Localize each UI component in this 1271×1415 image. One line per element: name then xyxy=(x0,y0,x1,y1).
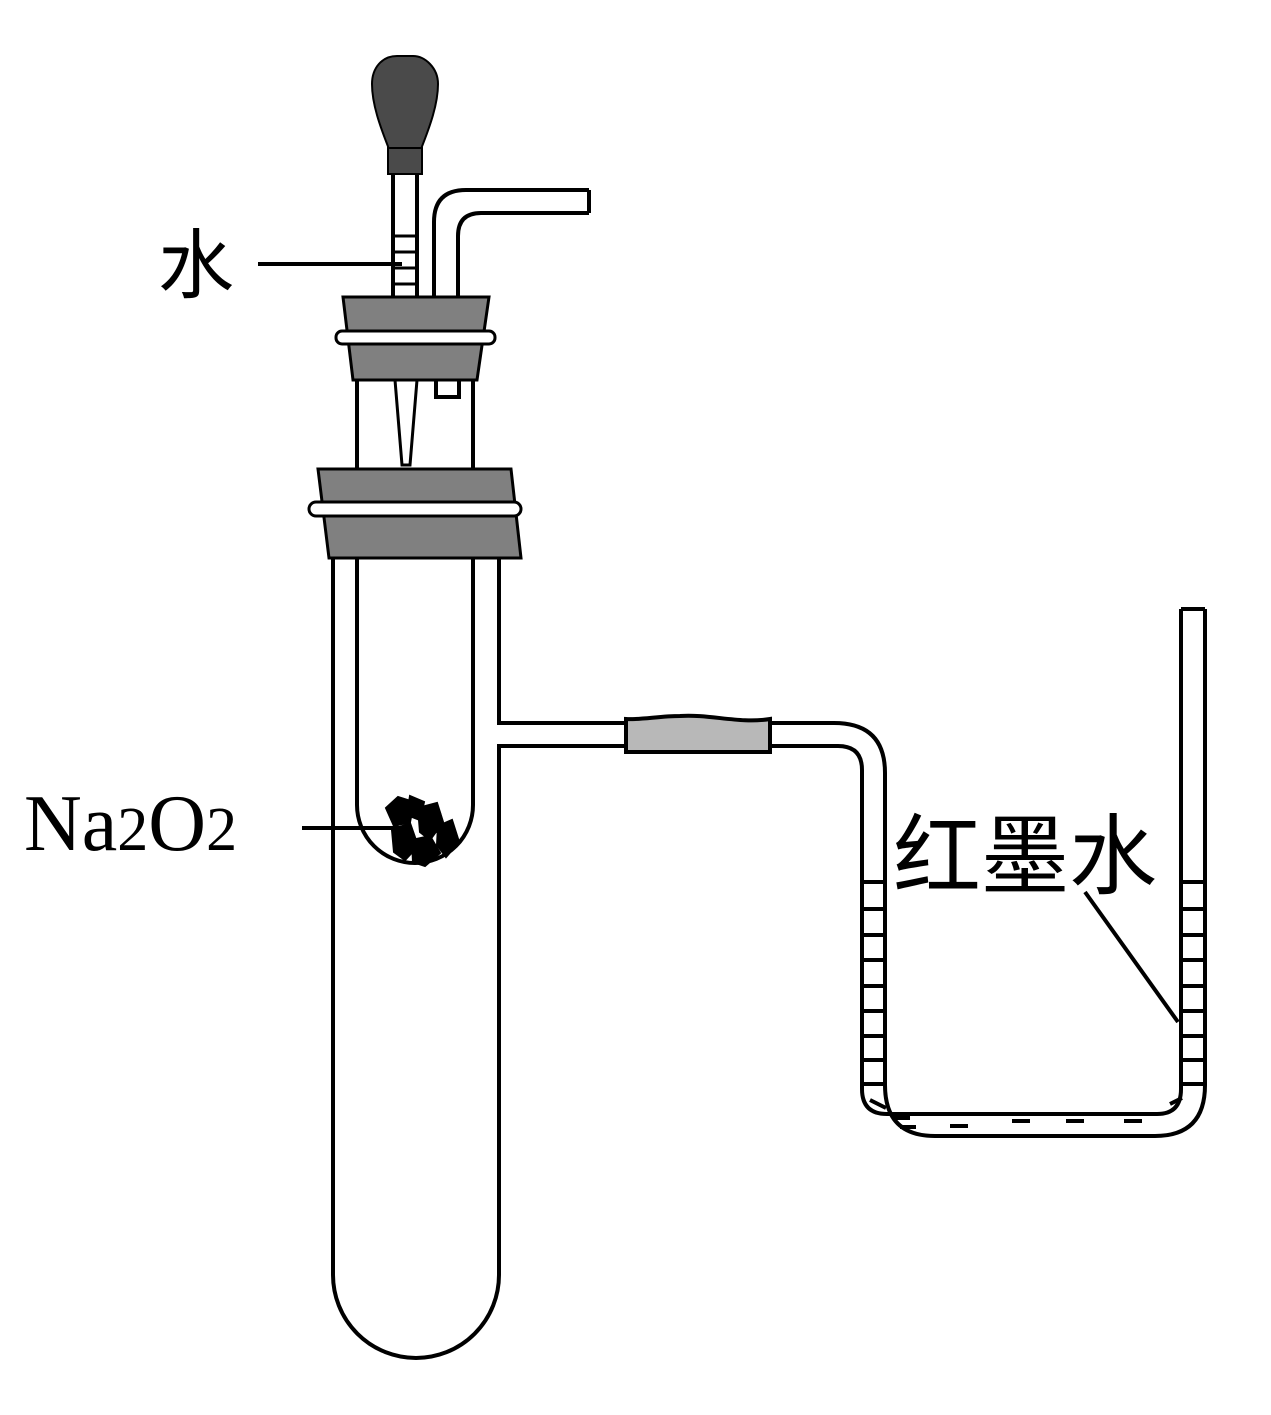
rubber-tubing xyxy=(624,713,772,754)
lower-stopper xyxy=(307,467,523,560)
outer-test-tube xyxy=(331,548,626,1360)
inner-test-tube xyxy=(355,378,475,865)
compound-label: Na2O2 xyxy=(24,780,237,868)
sodium-symbol: Na xyxy=(24,780,117,868)
red-ink-leader-line xyxy=(1083,890,1180,1024)
water-label: 水 xyxy=(158,225,234,309)
oxygen-symbol: O xyxy=(148,780,206,868)
red-ink-liquid xyxy=(864,880,1203,1129)
bent-vent-tube xyxy=(432,188,591,399)
red-ink-label: 红墨水 xyxy=(893,810,1157,907)
side-arm-opening xyxy=(497,725,503,744)
sodium-count: 2 xyxy=(117,796,148,864)
u-tube-manometer xyxy=(770,607,1207,1138)
water-in-dropper xyxy=(395,234,415,286)
oxygen-count: 2 xyxy=(206,796,237,864)
sodium-peroxide-solid xyxy=(384,794,461,868)
upper-stopper xyxy=(334,295,497,382)
dropper xyxy=(370,55,440,467)
